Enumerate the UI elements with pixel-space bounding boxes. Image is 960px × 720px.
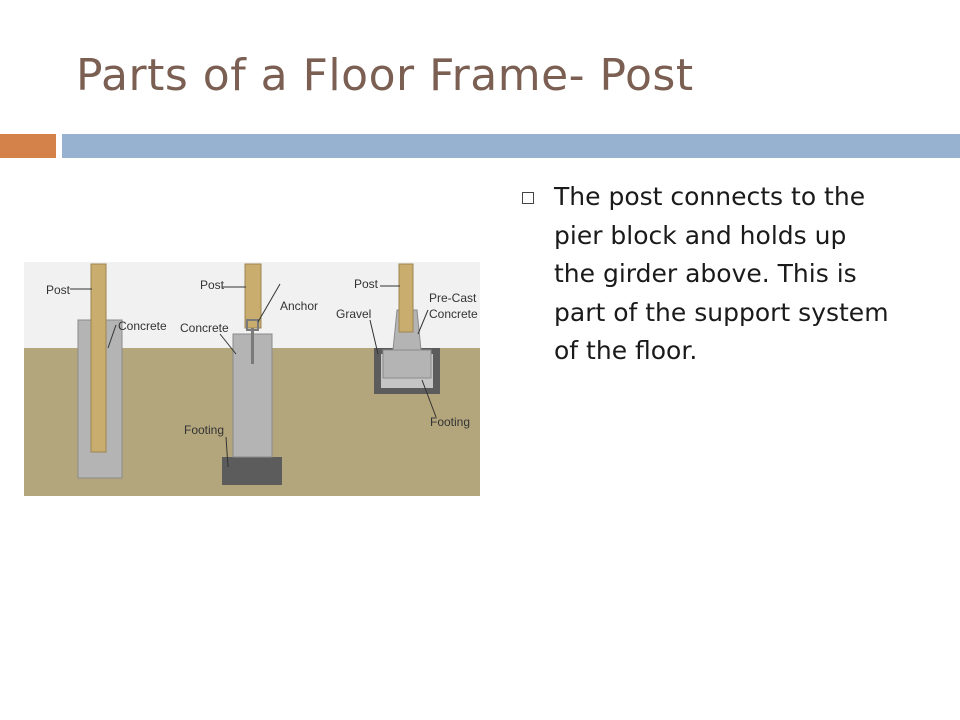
figure3-post-label: Post <box>354 277 379 291</box>
figure3-gravel-label: Gravel <box>336 307 371 321</box>
figure2-post-label: Post <box>200 278 225 292</box>
bullet-text: The post connects to the pier block and … <box>554 182 889 365</box>
figure1-concrete-label: Concrete <box>118 319 167 333</box>
figure-post-in-concrete: Post Concrete <box>46 263 167 479</box>
figure3-post <box>398 263 414 333</box>
figure2-footing <box>222 457 282 485</box>
hollow-square-bullet-icon <box>522 192 534 204</box>
figure1-post-label: Post <box>46 283 71 297</box>
slide-title: Parts of a Floor Frame- Post <box>76 50 694 101</box>
figure3-precast-block <box>382 349 432 379</box>
title-divider-bar <box>62 134 960 158</box>
figure3-footing-label: Footing <box>430 415 470 429</box>
figure-post-on-precast-block: Post Pre-Cast Concrete Gravel Footing <box>336 263 478 429</box>
figure2-post <box>244 263 262 329</box>
figure1-post <box>90 263 107 453</box>
figure2-anchor-label: Anchor <box>280 299 318 313</box>
figure2-footing-label: Footing <box>184 423 224 437</box>
title-accent-bar <box>0 134 56 158</box>
figure2-concrete-label: Concrete <box>180 321 229 335</box>
bullet-item: The post connects to the pier block and … <box>520 178 940 371</box>
figure3-precast-label-line1: Pre-Cast <box>429 291 477 305</box>
post-foundation-diagram: Post Concrete Post Anchor Concrete Footi… <box>24 262 480 496</box>
figure-post-on-anchor: Post Anchor Concrete Footing <box>180 263 318 485</box>
figure3-precast-label-line2: Concrete <box>429 307 478 321</box>
